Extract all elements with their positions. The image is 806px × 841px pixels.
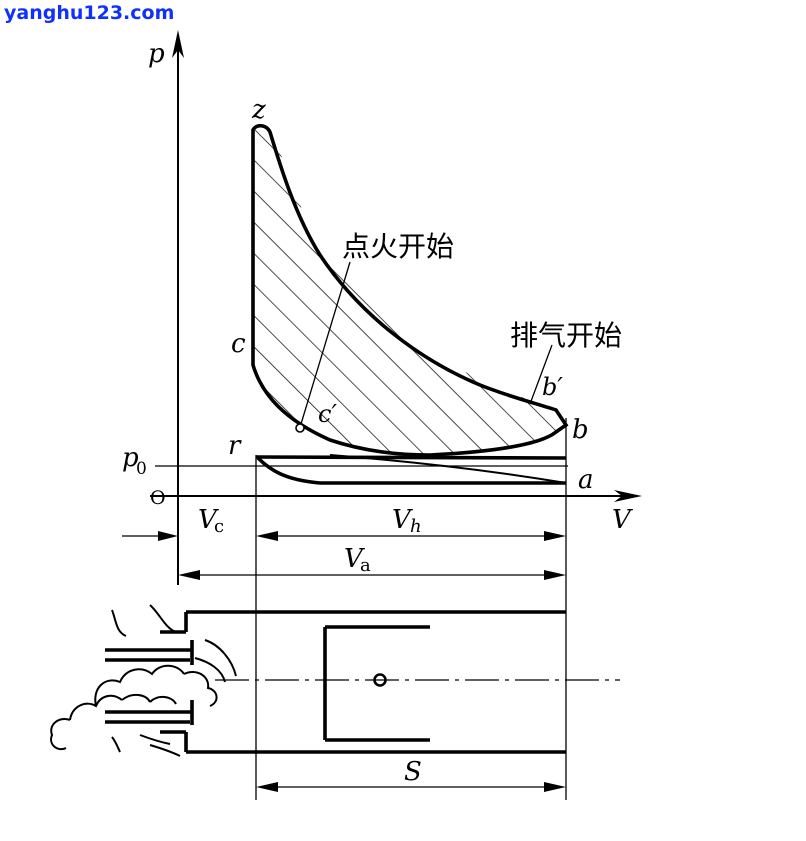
va-subscript: a — [360, 555, 371, 576]
point-c-prime-marker — [295, 423, 305, 433]
va-arrow-right — [544, 570, 566, 580]
intake-line — [256, 456, 566, 485]
compression-to-a — [329, 454, 567, 484]
v-axis-label: V — [612, 505, 633, 535]
va-arrow-left — [178, 570, 200, 580]
origin-label: O — [150, 487, 166, 509]
point-r-label: r — [228, 431, 242, 461]
vc-subscript: c — [214, 516, 224, 537]
exhaust-gas-cloud — [50, 604, 237, 757]
point-c-prime-label: c′ — [318, 400, 337, 428]
ignition-leader — [300, 261, 351, 425]
p-axis-arrow — [172, 30, 184, 58]
s-arrow-left — [256, 782, 278, 792]
vh-arrow-right — [544, 531, 566, 541]
va-label: V — [344, 544, 365, 574]
vh-label: V — [392, 505, 413, 535]
p-axis-label: p — [148, 39, 165, 69]
p0-label: p — [122, 443, 139, 473]
pv-cycle-curve — [251, 123, 569, 457]
exhaust-line — [255, 455, 567, 460]
watermark-text: yanghu123.com — [4, 2, 175, 24]
exhaust-start-label: 排气开始 — [510, 319, 622, 352]
point-a-label: a — [578, 465, 594, 495]
stroke-label: S — [404, 757, 422, 787]
vh-subscript: h — [410, 516, 422, 537]
point-b-label: b — [572, 415, 589, 445]
work-area-hatch — [253, 125, 566, 455]
ignition-start-label: 点火开始 — [342, 230, 454, 263]
point-c-label: c — [231, 329, 246, 359]
vc-arrow — [158, 531, 178, 541]
exhaust-leader — [529, 344, 553, 405]
p0-subscript: 0 — [136, 459, 147, 479]
v-axis-arrow — [614, 490, 642, 502]
point-z-label: z — [251, 95, 266, 125]
vh-arrow-left — [256, 531, 278, 541]
point-b-prime-label: b′ — [542, 373, 563, 401]
vc-label: V — [198, 505, 219, 535]
s-arrow-right — [544, 782, 566, 792]
cylinder-drawing — [105, 610, 620, 754]
